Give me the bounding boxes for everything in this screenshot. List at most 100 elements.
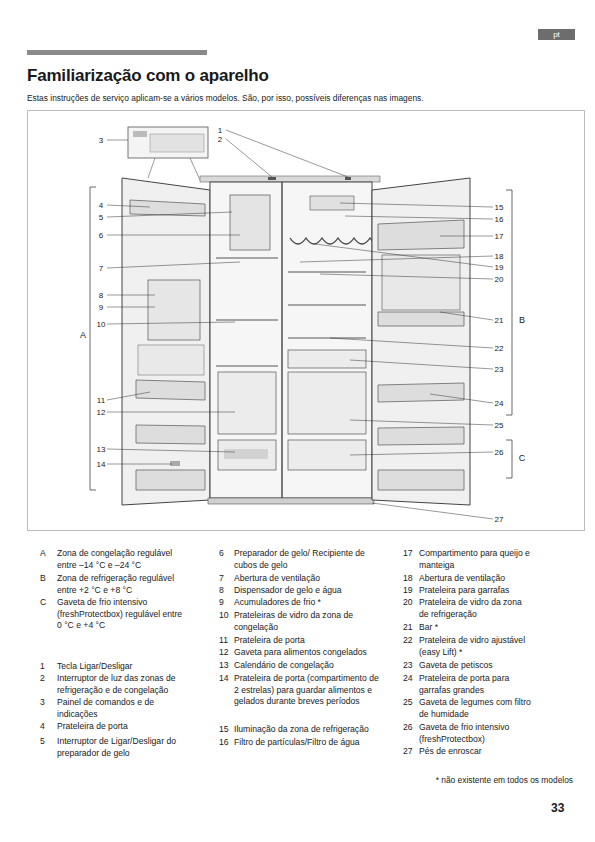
key-number: 21 [403, 622, 413, 634]
header-bar [27, 50, 207, 55]
callout-number: 6 [99, 231, 103, 240]
callout-number: 1 [218, 126, 222, 135]
key-number: C [40, 597, 46, 609]
key-number: 7 [219, 573, 224, 585]
callout-number: 8 [99, 291, 103, 300]
ice-maker [230, 195, 270, 250]
callout-number: 24 [495, 399, 504, 408]
zone-letter: B [519, 315, 525, 325]
key-text: Zona de congelação regulável entre –14 °… [57, 548, 179, 571]
callout-number: 2 [218, 135, 222, 144]
key-text: Prateleira de porta (compartimento de 2 … [234, 673, 382, 708]
key-number: 6 [219, 548, 224, 560]
callout-number: 4 [99, 201, 103, 210]
key-text: Filtro de partículas/Filtro de água [234, 737, 394, 749]
key-number: 11 [219, 635, 228, 647]
callout-number: 19 [495, 263, 504, 272]
key-number: 16 [219, 737, 229, 749]
key-text: Interruptor de luz das zonas de refriger… [57, 673, 197, 696]
key-text: Iluminação da zona de refrigeração [234, 724, 394, 736]
shelf [216, 366, 278, 367]
door-shelf [378, 470, 464, 490]
callout-number: 12 [97, 408, 106, 417]
key-text: Gaveta de frio intensivo (freshProtectbo… [57, 597, 185, 632]
shelf [216, 258, 278, 259]
key-text: Prateleira de vidro da zona de refrigera… [419, 597, 529, 620]
key-text: Bar * [419, 622, 569, 634]
page-number: 33 [551, 801, 564, 815]
power-key [345, 177, 351, 180]
key-number: 18 [403, 573, 413, 585]
key-number: 3 [40, 697, 45, 709]
key-text: Prateleira para garrafas [419, 585, 569, 597]
key-text: Compartimento para queijo e manteiga [419, 548, 531, 571]
callout-number: 26 [495, 448, 504, 457]
key-text: Gaveta de petiscos [419, 660, 569, 672]
light-switch [268, 177, 276, 180]
door-shelf [136, 425, 205, 444]
snack-drawer [288, 350, 366, 368]
key-number: 12 [219, 647, 229, 659]
key-number: 4 [40, 721, 45, 733]
callout-number: 15 [495, 203, 504, 212]
callout-number: 23 [495, 365, 504, 374]
panel-display [150, 134, 204, 152]
divider [281, 182, 282, 498]
door-shelf [378, 312, 464, 326]
key-number: 1 [40, 661, 45, 673]
key-number: 15 [219, 724, 229, 736]
key-number: 19 [403, 585, 413, 597]
control-panel [128, 127, 208, 158]
leader-lines [107, 130, 493, 519]
intro-text: Estas instruções de serviço aplicam-se a… [27, 93, 567, 103]
key-number: 10 [219, 610, 229, 622]
top-cover [200, 176, 380, 182]
key-number: 27 [403, 746, 413, 758]
bracket [506, 190, 512, 415]
callout-number: 13 [97, 445, 106, 454]
zone-letter: C [519, 453, 526, 463]
door-panel [138, 345, 204, 375]
key-number: 9 [219, 597, 224, 609]
key-text: Tecla Ligar/Desligar [57, 661, 187, 673]
key-number: 17 [403, 548, 413, 560]
key-text: Painel de comandos e de indicações [57, 697, 167, 720]
zone-letter: A [80, 330, 86, 340]
key-number: 2 [40, 673, 45, 685]
key-text: Prateleira de porta [234, 635, 384, 647]
key-text: Gaveta de frio intensivo (freshProtectbo… [419, 722, 529, 745]
dairy-compartment [378, 220, 464, 250]
key-text: Abertura de ventilação [234, 573, 384, 585]
callout-number: 14 [97, 460, 106, 469]
freezer-drawer [218, 372, 276, 434]
shelf [288, 272, 366, 273]
panel-logo [133, 131, 147, 137]
callout-number: 17 [495, 232, 504, 241]
callout-number: 21 [495, 316, 504, 325]
key-number: A [40, 548, 46, 560]
door-shelf [378, 383, 464, 402]
key-text: Gaveta de legumes com filtro de humidade [419, 697, 539, 720]
cabinet [210, 182, 372, 498]
key-number: 5 [40, 736, 45, 748]
key-text: Gaveta para alimentos congelados [234, 647, 384, 659]
callout-number: 16 [495, 215, 504, 224]
door-shelf [136, 470, 205, 490]
tab-text: pt [538, 29, 575, 40]
key-number: B [40, 573, 46, 585]
callout-number: 20 [495, 275, 504, 284]
callout-number: 25 [495, 421, 504, 430]
key-number: 8 [219, 585, 224, 597]
freezer-drawer [218, 440, 276, 470]
shelf [288, 338, 366, 339]
key-number: 14 [219, 673, 229, 685]
door-shelf [378, 427, 464, 445]
callout-number: 5 [99, 213, 103, 222]
key-text: Preparador de gelo/ Recipiente de cubos … [234, 548, 374, 571]
star-mark [170, 461, 180, 466]
shelf [216, 320, 278, 321]
bracket [90, 187, 96, 490]
callout-number: 10 [97, 320, 106, 329]
callout-number: 3 [99, 136, 103, 145]
key-text: Calendário de congelação [234, 660, 384, 672]
